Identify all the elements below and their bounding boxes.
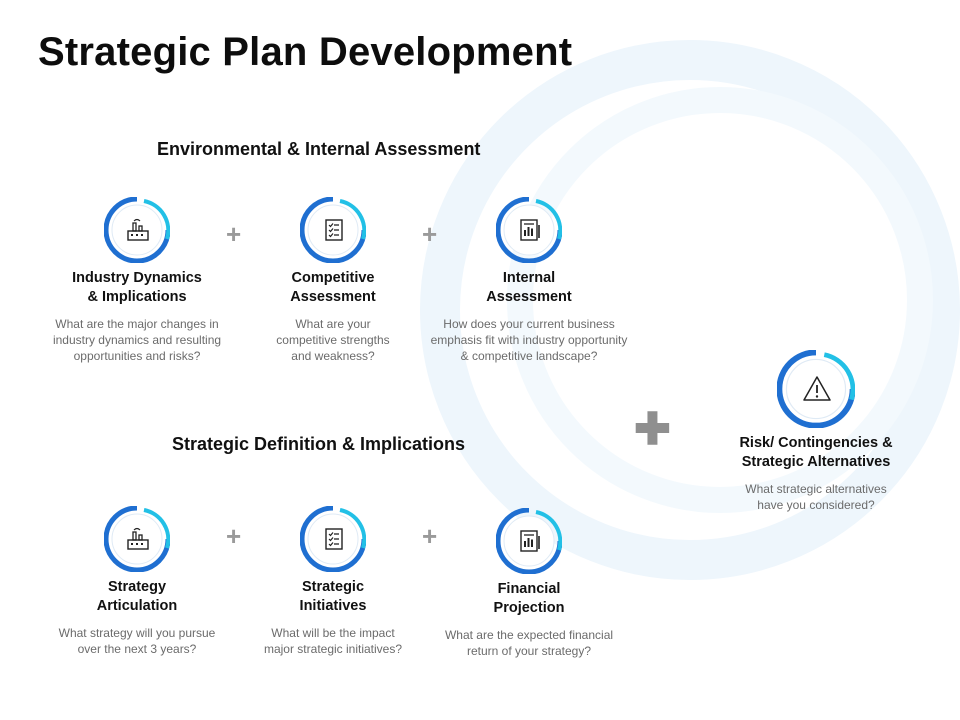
plus-icon: + [422, 521, 438, 551]
badge [104, 197, 170, 263]
item-description: What strategic alternatives have you con… [745, 482, 887, 512]
item-title: Competitive Assessment [290, 270, 376, 305]
checklist-icon [325, 219, 343, 241]
section-heading-assessment: Environmental & Internal Assessment [157, 139, 481, 159]
item-risk-contingencies: Risk/ Contingencies & Strategic Alternat… [701, 350, 931, 513]
item-title: Financial Projection [493, 581, 565, 616]
item-description: What will be the impact major strategic … [263, 626, 403, 656]
factory-icon [127, 218, 149, 241]
plus-icon: + [422, 219, 438, 249]
item-description: What strategy will you pursue over the n… [58, 626, 216, 656]
badge [496, 508, 562, 574]
item-title: Internal Assessment [486, 270, 572, 305]
item-internal-assessment: Internal Assessment How does your curren… [414, 197, 644, 364]
plus-icon: + [226, 521, 242, 551]
item-industry-dynamics: Industry Dynamics & Implications What ar… [22, 197, 252, 364]
item-description: What are your competitive strengths and … [276, 317, 390, 363]
item-title: Risk/ Contingencies & Strategic Alternat… [739, 435, 893, 470]
item-competitive-assessment: Competitive Assessment What are your com… [218, 197, 448, 364]
warning-icon [803, 376, 831, 401]
item-strategy-articulation: Strategy Articulation What strategy will… [22, 506, 252, 657]
badge [300, 197, 366, 263]
section-heading-definition: Strategic Definition & Implications [172, 434, 466, 454]
factory-icon [127, 527, 149, 550]
badge [496, 197, 562, 263]
report-icon [520, 530, 540, 552]
item-description: What are the major changes in industry d… [52, 317, 222, 363]
item-description: How does your current business emphasis … [430, 317, 628, 363]
item-title: Strategic Initiatives [299, 579, 367, 614]
badge [300, 506, 366, 572]
badge [777, 350, 855, 428]
item-title: Strategy Articulation [96, 579, 178, 614]
item-strategic-initiatives: Strategic Initiatives What will be the i… [218, 506, 448, 657]
checklist-icon [325, 528, 343, 550]
plus-icon-large: ✚ [634, 405, 671, 454]
item-description: What are the expected financial return o… [444, 628, 614, 658]
badge [104, 506, 170, 572]
page-title: Strategic Plan Development [38, 30, 573, 74]
item-financial-projection: Financial Projection What are the expect… [414, 508, 644, 659]
item-title: Industry Dynamics & Implications [72, 270, 202, 305]
plus-icon: + [226, 219, 242, 249]
report-icon [520, 219, 540, 241]
